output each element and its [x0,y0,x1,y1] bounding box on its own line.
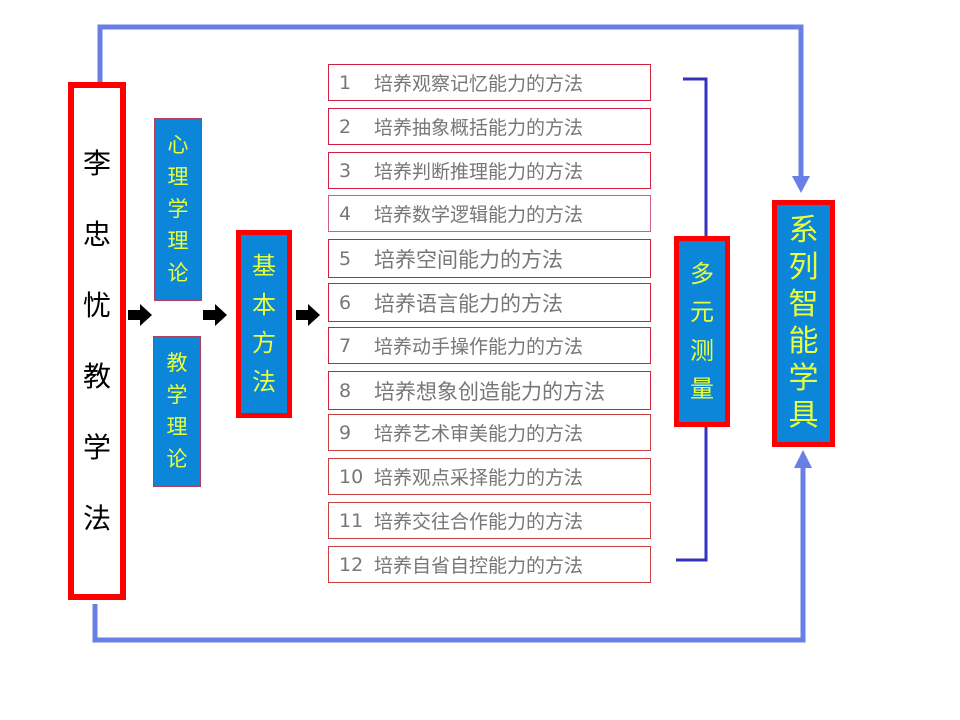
measure-char: 测 [690,336,714,365]
method-label: 培养交往合作能力的方法 [374,511,584,533]
top-feedback-line [97,24,804,180]
method-item: 6 培养语言能力的方法 [328,283,651,322]
method-label: 培养观察记忆能力的方法 [374,73,584,95]
theory-char: 心 [167,132,189,157]
method-item: 7 培养动手操作能力的方法 [328,327,651,364]
method-label: 培养判断推理能力的方法 [374,161,584,183]
method-number: 12 [339,553,364,576]
method-number: 7 [339,334,352,357]
method-item: 1 培养观察记忆能力的方法 [328,64,651,101]
main-title-char: 法 [82,501,111,535]
method-label: 培养空间能力的方法 [374,247,563,272]
tools-char: 能 [788,323,819,359]
measure-char: 量 [690,374,714,403]
right-arrow-icon [128,304,152,326]
method-number: 3 [339,159,352,182]
main-title-char: 教 [82,359,111,393]
method-number: 4 [339,202,352,225]
method-item: 5 培养空间能力的方法 [328,239,651,278]
method-number: 10 [339,465,364,488]
bracket-bottom [676,427,708,562]
method-number: 9 [339,421,352,444]
method-label: 培养观点采择能力的方法 [374,467,584,489]
theory-char: 论 [166,447,188,472]
theory-char: 理 [167,229,189,254]
down-arrowhead [792,176,810,193]
tools-char: 智 [788,287,819,323]
tools-char: 具 [788,397,819,433]
tools-char: 学 [788,360,819,396]
method-label: 培养自省自控能力的方法 [374,555,584,577]
main-title-char: 忧 [82,288,111,322]
pedagogy-theory-box: 教 学 理 论 [153,336,201,487]
theory-char: 理 [166,415,188,440]
measure-char: 多 [690,260,714,289]
basic-char: 方 [252,329,276,358]
method-number: 8 [339,379,352,402]
theory-char: 学 [167,196,189,221]
intelligence-tools-box: 系 列 智 能 学 具 [772,200,835,447]
method-number: 11 [339,509,364,532]
method-item: 8 培养想象创造能力的方法 [328,371,651,410]
method-item: 10 培养观点采择能力的方法 [328,458,651,495]
tools-char: 列 [788,250,819,286]
method-item: 9 培养艺术审美能力的方法 [328,414,651,451]
bracket-top [683,77,708,236]
method-item: 11 培养交往合作能力的方法 [328,502,651,539]
multi-measurement-box: 多 元 测 量 [674,236,730,427]
theory-char: 学 [166,382,188,407]
basic-methods-box: 基 本 方 法 [236,230,292,418]
basic-char: 本 [252,290,276,319]
theory-char: 理 [167,164,189,189]
method-number: 2 [339,115,352,138]
right-arrow-icon [296,304,320,326]
main-title-char: 忠 [82,217,111,251]
method-number: 5 [339,247,352,270]
method-item: 4 培养数学逻辑能力的方法 [328,195,651,232]
method-label: 培养动手操作能力的方法 [374,336,584,358]
method-item: 3 培养判断推理能力的方法 [328,152,651,189]
up-arrowhead [794,450,812,468]
method-label: 培养数学逻辑能力的方法 [374,204,584,226]
method-label: 培养艺术审美能力的方法 [374,423,584,445]
method-label: 培养想象创造能力的方法 [374,379,605,404]
method-number: 1 [339,71,352,94]
method-item: 2 培养抽象概括能力的方法 [328,108,651,145]
right-arrow-icon [203,304,227,326]
method-label: 培养语言能力的方法 [374,291,563,316]
psychology-theory-box: 心 理 学 理 论 [154,118,202,301]
bottom-feedback-line [92,465,806,643]
method-number: 6 [339,291,352,314]
main-title-box: 李 忠 忧 教 学 法 [68,82,126,600]
basic-char: 法 [252,367,276,396]
tools-char: 系 [788,213,819,249]
method-item: 12 培养自省自控能力的方法 [328,546,651,583]
main-title-char: 学 [82,430,111,464]
basic-char: 基 [252,252,276,281]
method-label: 培养抽象概括能力的方法 [374,117,584,139]
measure-char: 元 [690,298,714,327]
theory-char: 论 [167,261,189,286]
main-title-char: 李 [82,146,111,180]
theory-char: 教 [166,350,188,375]
